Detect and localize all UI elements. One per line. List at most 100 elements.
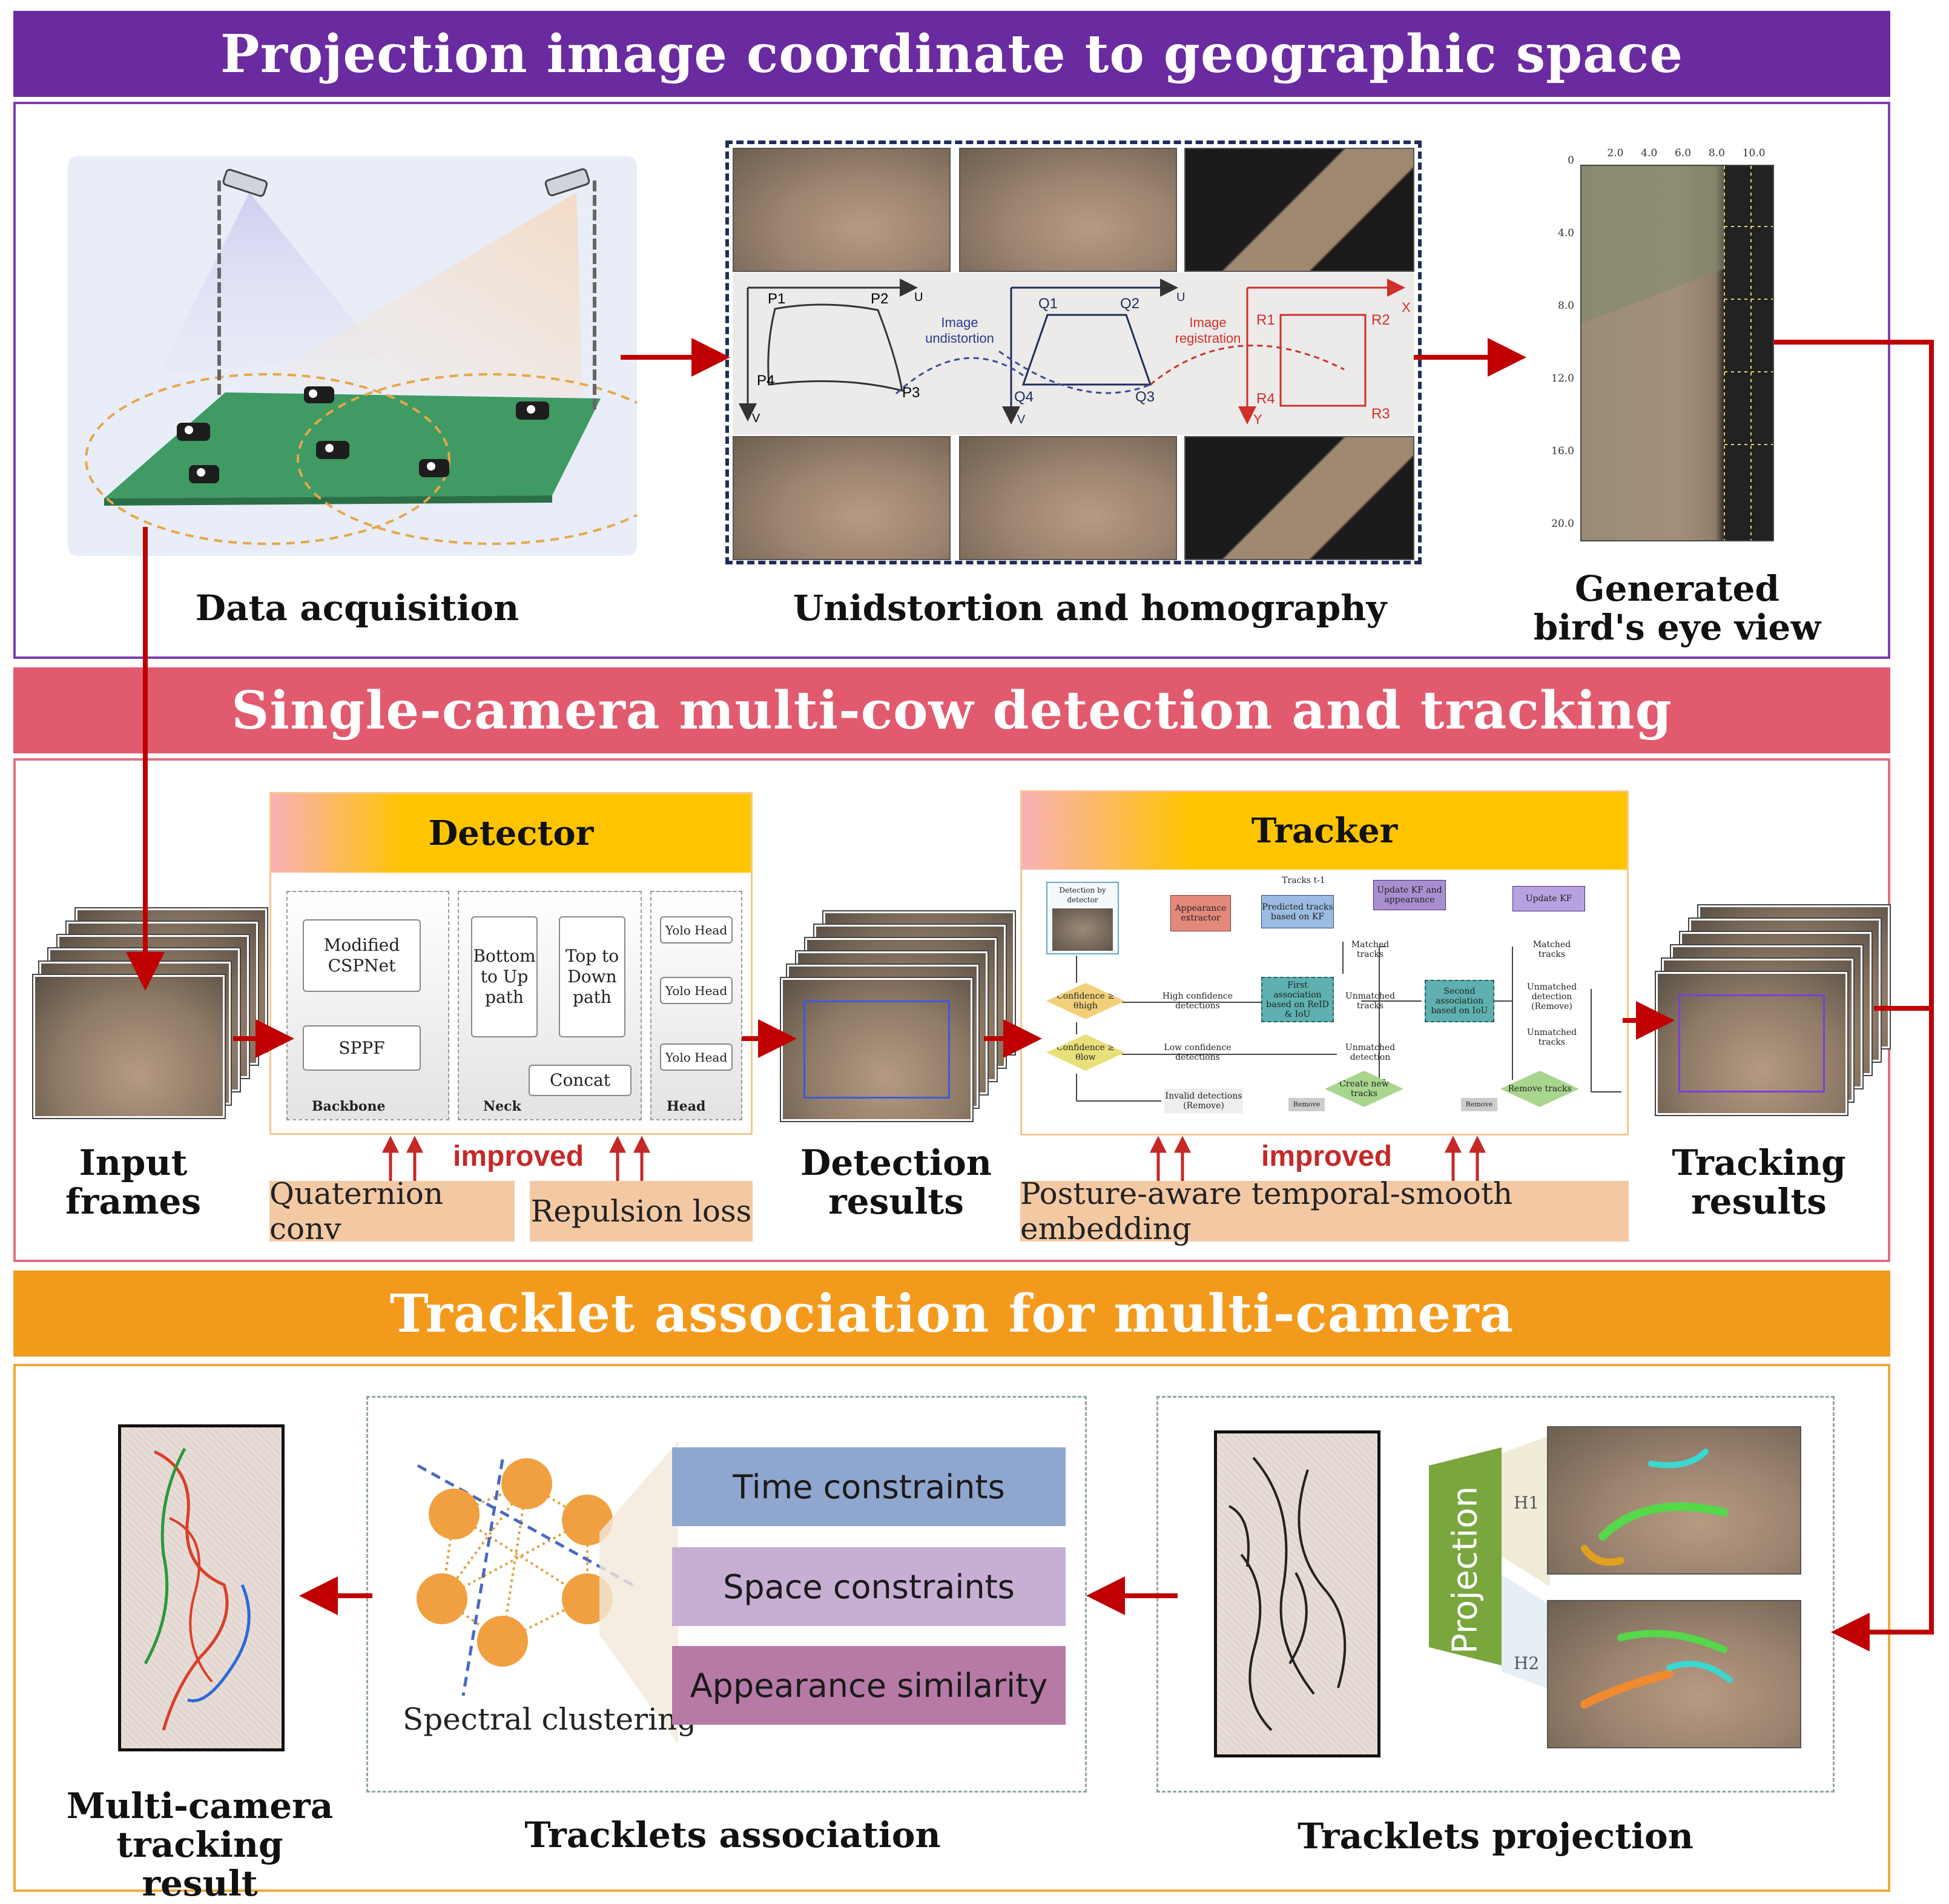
- time-constraints-box: Time constraints: [672, 1447, 1066, 1526]
- multi-camera-trajectories: [143, 1447, 251, 1731]
- section3-banner: Tracklet association for multi-camera: [13, 1271, 1890, 1357]
- yolo-head-1: Yolo Head: [660, 916, 733, 944]
- birdseye-left-ticks: 0 4.0 8.0 12.0 16.0 20.0: [1547, 154, 1574, 530]
- camera-frame-1: [733, 148, 951, 272]
- quaternion-conv-box: Quaternion conv: [269, 1176, 515, 1246]
- tick-y-8: 8.0: [1557, 300, 1574, 312]
- tick-x-8: 8.0: [1708, 147, 1725, 159]
- caption-input-frames: Input frames: [65, 1142, 201, 1222]
- warped-frame-1: [1184, 148, 1414, 272]
- section1-title: Projection image coordinate to geographi…: [220, 23, 1684, 85]
- node-remove-2: Remove: [1461, 1098, 1497, 1111]
- label-r2: R2: [1371, 312, 1390, 328]
- step-undistortion-label: Image undistortion: [925, 315, 994, 346]
- caption-birdseye: Generated bird's eye view: [1533, 568, 1821, 648]
- data-acquisition-illustration: [68, 156, 687, 556]
- node-update-kf-appearance: Update KF and appearance: [1373, 880, 1446, 910]
- section3-title: Tracklet association for multi-camera: [389, 1283, 1514, 1344]
- undistortion-panel: P1 P2 P3 P4 U V Q1 Q2 Q3 Q4 U V R1 R2 R3…: [725, 140, 1422, 564]
- embedding-box: Posture-aware temporal-smooth embedding: [1020, 1176, 1629, 1246]
- caption-multi-camera-result: Multi-camera tracking result: [66, 1785, 334, 1904]
- node-matched-tracks-2: Matched tracks: [1532, 940, 1571, 959]
- projected-frame-2-tracks: [1580, 1630, 1733, 1708]
- tracker-improve-arrows: [1149, 1136, 1486, 1182]
- label-pu: U: [914, 291, 923, 304]
- detector-improved-label: improved: [453, 1140, 584, 1172]
- homography-lines: [739, 279, 1405, 425]
- spectral-clustering-label: Spectral clustering: [403, 1702, 697, 1737]
- label-r1: R1: [1256, 312, 1275, 328]
- label-p4: P4: [757, 372, 775, 389]
- label-r3: R3: [1371, 406, 1390, 422]
- node-first-association: First association based on ReID & IoU: [1261, 977, 1334, 1022]
- camera-frame-4: [959, 436, 1177, 560]
- backbone-region: Modified CSPNet SPPF Backbone: [286, 891, 449, 1120]
- h2-label: H2: [1514, 1653, 1540, 1673]
- projection-trapezoid: [1429, 1447, 1502, 1665]
- projection-label: Projection: [1445, 1486, 1485, 1654]
- yolo-head-3: Yolo Head: [660, 1043, 733, 1071]
- section1-banner: Projection image coordinate to geographi…: [13, 11, 1890, 97]
- label-q4: Q4: [1014, 389, 1034, 405]
- birdseye-grid: [1581, 166, 1773, 540]
- multi-camera-result-panel: [118, 1424, 285, 1751]
- caption-undistortion: Unidstortion and homography: [793, 587, 1387, 629]
- neck-label: Neck: [483, 1099, 521, 1114]
- h1-label: H1: [1514, 1493, 1540, 1513]
- tick-y-0: 0: [1568, 154, 1574, 167]
- node-unmatched-det-remove: Unmatched detection (Remove): [1526, 982, 1577, 1011]
- top-down-block: Top to Down path: [559, 916, 625, 1037]
- projected-tracklets: [1228, 1456, 1347, 1731]
- tracking-results-stack: [1656, 905, 1890, 1123]
- caption-detection-results: Detection results: [800, 1142, 992, 1222]
- backbone-label: Backbone: [312, 1099, 386, 1114]
- node-invalid-detections: Invalid detections (Remove): [1164, 1089, 1243, 1113]
- projected-frame-1-tracks: [1581, 1449, 1728, 1566]
- label-ry: Y: [1253, 412, 1262, 427]
- bottom-up-block: Bottom to Up path: [471, 916, 538, 1037]
- sppf-block: SPPF: [303, 1025, 421, 1071]
- projection-shade: [1502, 1435, 1550, 1690]
- head-label: Head: [667, 1099, 706, 1114]
- camera-frame-3: [733, 436, 951, 560]
- label-rx: X: [1402, 300, 1411, 315]
- node-matched-tracks: Matched tracks: [1351, 940, 1390, 959]
- node-predicted-tracks: Predicted tracks based on KF: [1261, 895, 1334, 928]
- node-tracks: Tracks t-1: [1282, 876, 1325, 885]
- detector-block: Detector Modified CSPNet SPPF Backbone B…: [269, 792, 753, 1135]
- detector-title: Detector: [271, 794, 751, 873]
- label-q1: Q1: [1038, 296, 1058, 312]
- spotlight-beam: [599, 1441, 678, 1744]
- label-p1: P1: [768, 291, 786, 307]
- node-high-conf-detections: High confidence detections: [1162, 991, 1233, 1011]
- tick-x-10: 10.0: [1742, 147, 1766, 159]
- tick-y-16: 16.0: [1551, 445, 1574, 457]
- tick-y-12: 12.0: [1551, 372, 1574, 385]
- label-q3: Q3: [1135, 389, 1155, 405]
- modified-cspnet-block: Modified CSPNet: [303, 919, 421, 992]
- label-pv: V: [752, 412, 760, 425]
- tracker-block: Tracker Detection by detector Tracks t-1…: [1020, 790, 1629, 1135]
- caption-tracking-results: Tracking results: [1672, 1142, 1846, 1222]
- node-unmatched-tracks-2: Unmatched tracks: [1526, 1028, 1577, 1047]
- tick-y-20: 20.0: [1551, 518, 1574, 530]
- step-registration-label: Image registration: [1175, 315, 1241, 346]
- birdseye-top-ticks: 2.0 4.0 6.0 8.0 10.0: [1598, 147, 1774, 159]
- yolo-head-2: Yolo Head: [660, 977, 733, 1004]
- birdseye-view: [1580, 165, 1774, 541]
- camera-frame-2: [959, 148, 1177, 272]
- caption-tracklets-projection: Tracklets projection: [1298, 1816, 1693, 1857]
- tick-x-2: 2.0: [1607, 147, 1624, 159]
- caption-data-acquisition: Data acquisition: [195, 587, 519, 629]
- camera-field-drawing: [85, 168, 687, 545]
- projected-frame-1: [1547, 1426, 1801, 1575]
- tracker-improved-label: improved: [1261, 1140, 1393, 1172]
- tick-x-4: 4.0: [1641, 147, 1658, 159]
- label-qu: U: [1176, 291, 1186, 304]
- warped-frame-2: [1184, 436, 1414, 560]
- appearance-similarity-box: Appearance similarity: [672, 1646, 1066, 1725]
- detector-improve-arrows: [381, 1136, 651, 1182]
- tick-x-6: 6.0: [1675, 147, 1692, 159]
- node-low-conf-detections: Low confidence detections: [1164, 1043, 1232, 1062]
- node-detection-by-detector: Detection by detector: [1046, 882, 1119, 954]
